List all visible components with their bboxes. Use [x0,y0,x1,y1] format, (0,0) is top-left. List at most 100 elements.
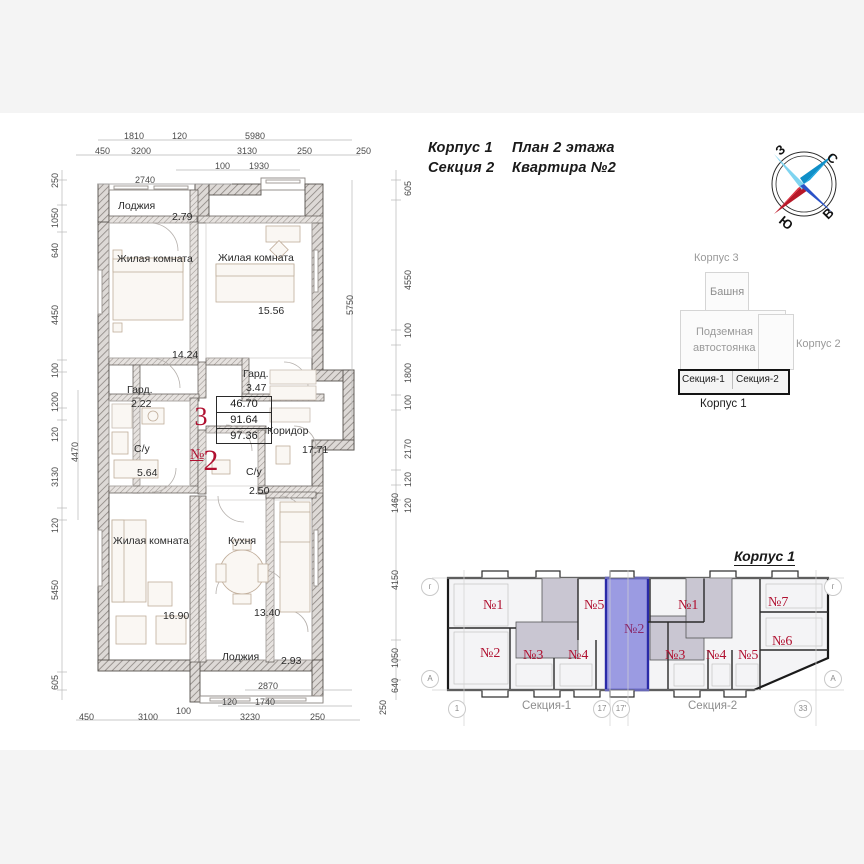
title-line-1: Корпус 1 План 2 этажа [428,138,616,158]
axis-number-17: 17 [593,700,611,718]
bplan-apt-s2-3: №3 [665,648,686,663]
dim-top-3130: 3130 [237,146,258,156]
dim-bottom-250: 250 [310,712,326,722]
room-area-corridor: 17.71 [302,444,329,456]
dim-left-100: 100 [50,362,60,378]
siteplan-parking-label-2: автостоянка [693,342,756,354]
dim-right-640: 640 [390,677,400,693]
axis-number-33: 33 [794,700,812,718]
bplan-apt-s2-5: №5 [738,648,759,663]
siteplan-section1-label: Секция-1 [682,374,725,385]
siteplan-korpus2-box [758,314,794,370]
dim-right-100b: 100 [403,394,413,410]
room-area-bath-1: 5.64 [137,467,158,479]
room-area-living-3: 16.90 [163,610,190,622]
dim-left-605: 605 [50,674,60,690]
bplan-section1-label: Секция-1 [522,700,572,712]
top-background-band [0,0,864,113]
title-korpus: Корпус 1 [428,140,493,156]
siteplan-tower-label: Башня [710,286,745,298]
dim-top-5980: 5980 [245,131,266,141]
compass-south-label: Ю [776,213,796,232]
room-label-loggia-bottom: Лоджия [222,651,260,663]
dim-bottom-3100: 3100 [138,712,159,722]
bplan-section2-label: Секция-2 [688,700,738,712]
dim-bottom-1740: 1740 [255,697,276,707]
dim-bottom-3230: 3230 [240,712,261,722]
bplan-apt-s1-5: №5 [584,598,605,613]
bplan-apt-s1-4: №4 [568,648,589,663]
compass-north-label: С [824,150,842,168]
dim-left-640: 640 [50,242,60,258]
room-area-living-2: 15.56 [258,305,285,317]
dim-right-250: 250 [378,699,388,715]
apartment-number: №2 [190,444,218,478]
dim-right-5750: 5750 [345,294,355,315]
dim-bottom-100: 100 [176,706,192,716]
dim-right-4150: 4150 [390,569,400,590]
room-area-bath-2: 2.50 [249,485,270,497]
dim-left-250: 250 [50,172,60,188]
room-label-living-2: Жилая комната [218,252,294,264]
dim-top-250a: 250 [297,146,313,156]
dim-right-120a: 120 [403,471,413,487]
axis-number-1: 1 [448,700,466,718]
room-label-bath-1: С/у [134,443,150,455]
compass-west-label: З [772,142,788,159]
dim-right-1800: 1800 [403,362,413,383]
dim-right-2170: 2170 [403,438,413,459]
bplan-apt-s2-7: №7 [768,595,789,610]
title-floor: План 2 этажа [512,140,615,156]
title-section: Секция 2 [428,160,495,176]
site-key-plan: Корпус 3 Башня Подземная автостоянка Кор… [660,250,850,430]
dim-top-250b: 250 [356,146,372,156]
apartment-number-prefix: № [190,447,204,463]
dim-left-4450: 4450 [50,304,60,325]
siteplan-tower-box [705,272,749,316]
axis-letter-a-left: А [421,670,439,688]
dim-top-2740: 2740 [135,175,156,185]
siteplan-korpus2-label: Корпус 2 [796,338,841,350]
building-floorplan [424,530,854,730]
dim-right-100a: 100 [403,322,413,338]
siteplan-korpus3-label: Корпус 3 [694,252,739,264]
dim-right-1460: 1460 [390,492,400,513]
dim-left-120a: 120 [50,426,60,442]
dim-bottom-2870: 2870 [258,681,279,691]
dim-left-4470: 4470 [70,441,80,462]
dim-left-120b: 120 [50,517,60,533]
bplan-apt-highlighted: №2 [624,622,645,637]
dim-top-100: 100 [215,161,231,171]
dim-top-3200: 3200 [131,146,152,156]
siteplan-section-divider [732,371,733,389]
axis-letter-a-right: А [824,670,842,688]
area-total-value: 91.64 [217,413,271,429]
room-area-wardrobe-1: 2.22 [131,398,152,410]
dim-top-450: 450 [95,146,111,156]
dim-bottom-120: 120 [222,697,238,707]
compass-east-label: В [820,205,837,222]
dim-right-1050: 1050 [390,647,400,668]
dim-right-4550: 4550 [403,269,413,290]
room-area-loggia-top: 2.79 [172,211,193,223]
room-label-loggia-top: Лоджия [118,200,156,212]
siteplan-section2-label: Секция-2 [736,374,779,385]
bplan-apt-s2-1: №1 [678,598,699,613]
bplan-apt-s1-1: №1 [483,598,504,613]
room-label-wardrobe-1: Гард. [127,384,153,396]
axis-letter-g-left: г [421,578,439,596]
dim-top-120: 120 [172,131,188,141]
axis-letter-g-right: г [824,578,842,596]
apartment-info-box: 3 46.70 91.64 97.36 [186,396,272,444]
apartment-number-value: 2 [203,444,218,477]
dim-right-605: 605 [403,180,413,196]
room-label-corridor: Коридор [267,425,309,437]
compass-rose: З С В Ю [756,136,852,232]
dim-top-1930: 1930 [249,161,270,171]
room-area-wardrobe-2: 3.47 [246,382,267,394]
axis-number-17p: 17' [612,700,630,718]
area-with-balcony-value: 97.36 [230,430,258,442]
